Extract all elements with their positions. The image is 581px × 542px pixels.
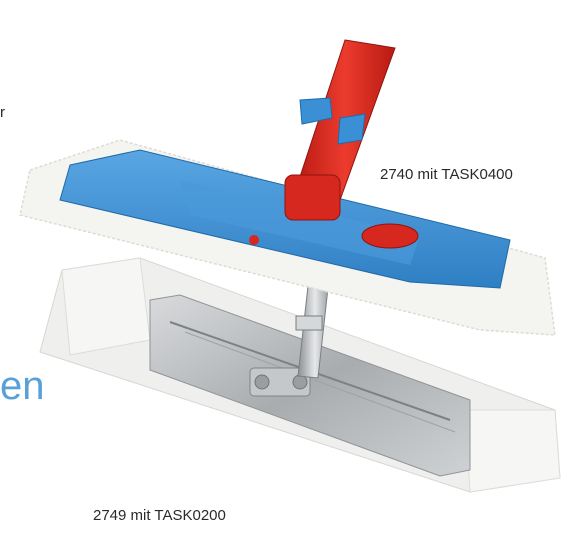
top-mop (19, 139, 556, 336)
red-handle (284, 39, 396, 221)
product-label-bottom: 2749 mit TASK0200 (93, 507, 226, 524)
product-label-top: 2740 mit TASK0400 (380, 166, 513, 183)
left-text-fragment: r (0, 104, 5, 121)
heading-fragment: en (0, 364, 45, 408)
